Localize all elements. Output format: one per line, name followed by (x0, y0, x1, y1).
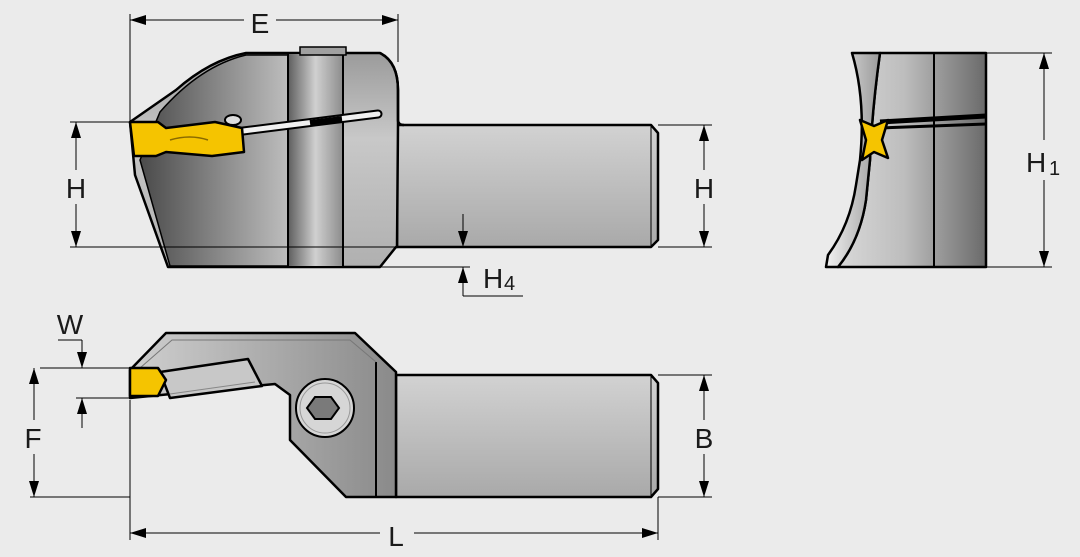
hex-socket-icon (305, 396, 341, 420)
front-clamp-top (299, 46, 347, 56)
front-dimensions (70, 14, 712, 297)
top-blade (158, 357, 264, 400)
front-view (128, 46, 660, 269)
top-view (128, 331, 660, 499)
label-W: W (57, 309, 84, 340)
label-E: E (251, 8, 270, 39)
label-H4-subscript: 4 (504, 273, 515, 295)
front-insert (128, 120, 246, 158)
label-H1-subscript: 1 (1049, 158, 1060, 180)
front-screw-icon (224, 114, 242, 126)
label-F: F (24, 423, 41, 454)
top-insert (128, 366, 168, 398)
label-H-left: H (66, 173, 86, 204)
top-head (128, 331, 398, 499)
label-B: B (695, 423, 714, 454)
top-shank (394, 373, 660, 499)
front-shank (395, 123, 660, 249)
front-clamp-band (287, 52, 344, 268)
side-view (824, 51, 988, 269)
front-head-shadow (139, 54, 289, 267)
side-insert (858, 118, 890, 162)
label-H-right: H (694, 173, 714, 204)
label-H4: H (483, 263, 503, 294)
label-H1: H (1026, 147, 1046, 178)
label-L: L (388, 521, 404, 552)
